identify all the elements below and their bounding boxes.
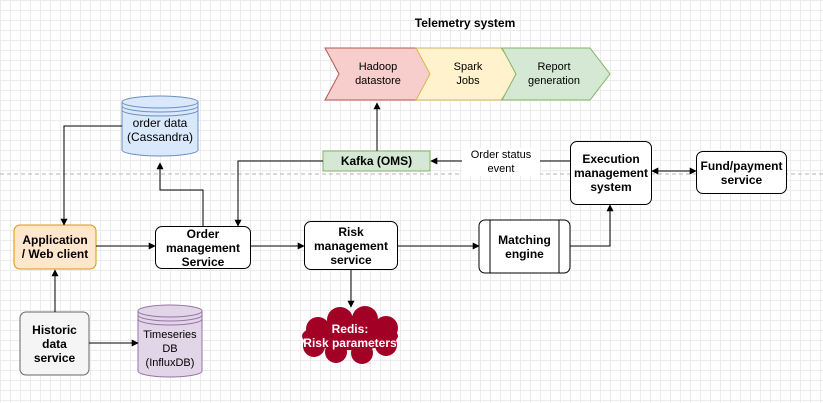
telemetry-system-title: Telemetry system xyxy=(414,16,516,30)
report-generation-shape[interactable] xyxy=(501,47,611,101)
timeseries-label: Timeseries DB (InfluxDB) xyxy=(143,329,197,369)
fund-payment-box[interactable]: Fund/payment service xyxy=(696,151,787,194)
arrow-kafka-to-oms xyxy=(234,160,323,227)
kafka-label: Kafka (OMS) xyxy=(340,154,413,168)
app-box[interactable] xyxy=(13,224,97,270)
matching-engine-label: Matching engine xyxy=(498,232,551,261)
hadoop-datastore-label: Hadoop datastore xyxy=(355,61,401,87)
redis-cloud-shape[interactable] xyxy=(302,306,398,364)
oms-box[interactable]: Order management Service xyxy=(155,226,251,269)
spark-jobs-label: Spark Jobs xyxy=(453,61,483,87)
cassandra-db-shape[interactable] xyxy=(121,95,199,157)
arrow-matching-to-execution xyxy=(570,204,614,247)
spark-jobs-shape[interactable] xyxy=(415,47,521,101)
redis-label: Redis: Risk parameters xyxy=(303,322,397,350)
arrow-oms-to-cassandra xyxy=(156,162,204,226)
cassandra-label: order data (Cassandra) xyxy=(126,116,194,144)
risk-box[interactable]: Risk management service xyxy=(304,221,398,270)
report-generation-label: Report generation xyxy=(528,61,580,87)
timeseries-db-shape[interactable] xyxy=(137,304,203,378)
app-label: Application / Web client xyxy=(21,233,89,261)
historic-label: Historic data service xyxy=(32,322,77,365)
execution-management-box[interactable]: Execution management system xyxy=(570,141,652,205)
arrow-cassandra-to-app xyxy=(60,125,122,226)
order-status-event-label: Order status event xyxy=(462,148,540,176)
